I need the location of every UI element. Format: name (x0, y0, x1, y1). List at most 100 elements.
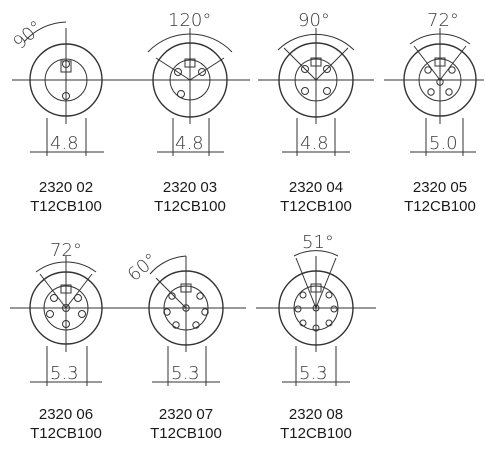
angle-leg (65, 273, 93, 309)
angle-leg (413, 45, 441, 81)
pin-hole (301, 65, 309, 73)
angle-leg (155, 277, 187, 309)
coding-key (434, 57, 446, 67)
angle-label-2320-04: 90° (298, 10, 330, 31)
angle-arc (149, 255, 187, 275)
pin-hole (46, 310, 54, 318)
pin-insert-face (293, 285, 339, 331)
angle-leg (439, 45, 467, 81)
outer-housing-ring (152, 42, 228, 118)
dimension-label-2320-08: 5.3 (299, 363, 328, 384)
coding-key (60, 284, 72, 294)
type-code: T12CB100 (280, 198, 352, 215)
type-code: T12CB100 (154, 198, 226, 215)
angle-label-2320-03: 120° (168, 10, 211, 31)
pin-hole (427, 88, 435, 96)
pin-hole (198, 68, 206, 76)
connector-drawing-2320-08 (256, 250, 376, 386)
connector-caption-2320-04: 2320 04 T12CB100 (261, 178, 371, 216)
angle-arc (293, 250, 339, 257)
pin-hole (196, 292, 204, 300)
pin-hole (62, 60, 70, 68)
pin-hole (74, 294, 82, 302)
angle-leg (189, 57, 225, 81)
connector-drawing-2320-04 (258, 28, 374, 156)
outer-housing-ring (278, 270, 354, 346)
coding-key (184, 58, 196, 68)
outer-housing-ring (403, 43, 477, 117)
angle-label-2320-06: 72° (50, 240, 82, 261)
part-number: 2320 03 (162, 179, 218, 196)
part-number: 2320 08 (288, 406, 344, 423)
connector-caption-2320-08: 2320 08 T12CB100 (261, 405, 371, 443)
angle-arc (277, 33, 355, 51)
angle-leg (39, 273, 67, 309)
connector-drawing-2320-03 (130, 28, 250, 156)
pin-insert-face (163, 285, 209, 331)
pin-hole (312, 324, 320, 332)
angle-leg (315, 47, 349, 81)
pin-hole (62, 92, 70, 100)
pin-hole (177, 90, 185, 98)
pin-hole (168, 292, 176, 300)
connector-caption-2320-07: 2320 07 T12CB100 (131, 405, 241, 443)
part-number: 2320 06 (38, 406, 94, 423)
dimension-label-2320-06: 5.3 (50, 363, 79, 384)
dimension-label-2320-07: 5.3 (171, 363, 200, 384)
angle-label-2320-08: 51° (302, 232, 334, 253)
pin-hole (323, 65, 331, 73)
angle-label-2320-07: 60° (124, 249, 162, 286)
connector-caption-2320-03: 2320 03 T12CB100 (135, 178, 245, 216)
angle-arc (409, 33, 471, 45)
connector-caption-2320-06: 2320 06 T12CB100 (11, 405, 121, 443)
angle-label-2320-02: 90° (9, 17, 47, 54)
pin-hole (201, 308, 209, 316)
pin-hole (436, 78, 444, 86)
pin-hole (174, 68, 182, 76)
pin-hole (323, 87, 331, 95)
dimension-label-2320-03: 4.8 (175, 133, 204, 154)
pin-insert-face (169, 59, 211, 101)
type-code: T12CB100 (404, 198, 476, 215)
pin-hole (299, 291, 307, 299)
pin-insert-face (44, 58, 88, 102)
coding-key (310, 283, 322, 293)
angle-leg (295, 257, 317, 309)
pin-hole (299, 319, 307, 327)
pin-hole (62, 320, 70, 328)
pin-insert-face (294, 58, 338, 102)
pin-hole (424, 66, 432, 74)
pin-hole (172, 321, 180, 329)
part-number: 2320 04 (288, 179, 344, 196)
angle-arc (35, 261, 97, 273)
pin-hole (325, 319, 333, 327)
pin-insert-face (418, 58, 462, 102)
type-code: T12CB100 (150, 425, 222, 442)
type-code: T12CB100 (280, 425, 352, 442)
pin-hole (294, 305, 302, 313)
pin-hole (62, 304, 70, 312)
dimension-label-2320-04: 4.8 (300, 133, 329, 154)
pin-hole (301, 87, 309, 95)
angle-arc (147, 33, 233, 53)
pin-hole (50, 294, 58, 302)
pin-insert-face (43, 285, 89, 331)
outer-housing-ring (29, 271, 103, 345)
dimension-label-2320-02: 4.8 (50, 133, 79, 154)
pin-hole (325, 291, 333, 299)
angle-label-2320-05: 72° (427, 10, 459, 31)
pin-hole (78, 310, 86, 318)
coding-key (310, 57, 322, 67)
pin-hole (448, 66, 456, 74)
part-number: 2320 07 (158, 406, 214, 423)
angle-arc (23, 21, 67, 43)
type-code: T12CB100 (30, 198, 102, 215)
connector-drawing-2320-06 (10, 256, 126, 386)
connector-drawing-2320-07 (126, 255, 246, 386)
connector-drawing-2320-02 (12, 21, 132, 156)
part-number: 2320 05 (412, 179, 468, 196)
connector-drawing-2320-05 (384, 28, 484, 156)
pin-hole (163, 308, 171, 316)
pin-hole (312, 304, 320, 312)
